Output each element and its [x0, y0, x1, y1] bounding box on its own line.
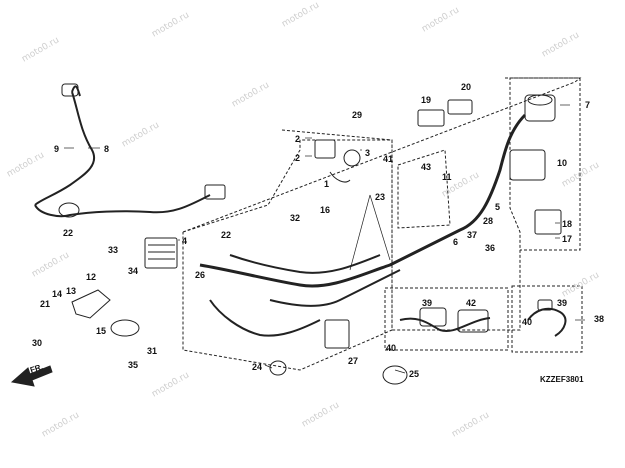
callout-12: 12	[86, 272, 97, 282]
control-module	[324, 319, 350, 349]
callout-35: 35	[128, 360, 139, 370]
bracket-12	[71, 289, 111, 319]
callout-9: 9	[54, 144, 60, 154]
callout-7: 7	[585, 100, 591, 110]
callout-14: 14	[52, 289, 63, 299]
diagram-code: KZZEF3801	[540, 375, 584, 384]
callout-27: 27	[348, 356, 359, 366]
callout-33: 33	[108, 245, 119, 255]
callout-15: 15	[96, 326, 107, 336]
front-arrow	[10, 365, 53, 387]
callout-32: 32	[290, 213, 301, 223]
callout-40: 40	[522, 317, 533, 327]
callout-41: 41	[383, 154, 394, 164]
switch-body	[314, 139, 336, 159]
main-harness-trunk	[199, 113, 527, 288]
callout-30: 30	[32, 338, 43, 348]
callout-19: 19	[421, 95, 432, 105]
callout-37: 37	[467, 230, 478, 240]
rectifier-box	[144, 237, 178, 269]
upper-right-frame	[505, 77, 581, 251]
relay-20	[447, 99, 473, 115]
relay-group-frame	[397, 149, 451, 229]
callout-3: 3	[365, 148, 371, 158]
callout-24: 24	[252, 362, 263, 372]
callout-34: 34	[128, 266, 139, 276]
main-harness-group-outline	[182, 77, 582, 331]
callout-18: 18	[562, 219, 573, 229]
sub-harness-38-frame	[511, 285, 583, 353]
callout-38: 38	[594, 314, 605, 324]
callout-16: 16	[320, 205, 331, 215]
callout-21: 21	[40, 299, 51, 309]
callout-39: 39	[422, 298, 433, 308]
callout-25: 25	[409, 369, 420, 379]
callout-31: 31	[147, 346, 158, 356]
main-harness-frame	[182, 129, 393, 371]
callout-23: 23	[375, 192, 386, 202]
callout-36: 36	[485, 243, 496, 253]
callout-28: 28	[483, 216, 494, 226]
callout-5: 5	[495, 202, 501, 212]
callout-11: 11	[442, 172, 452, 182]
callout-26: 26	[195, 270, 206, 280]
callout-43: 43	[421, 162, 432, 172]
callout-8: 8	[104, 144, 110, 154]
callout-2: 2	[295, 153, 301, 163]
callout-40: 40	[386, 343, 397, 353]
callout-17: 17	[562, 234, 573, 244]
callout-2: 2	[295, 134, 301, 144]
callout-42: 42	[466, 298, 477, 308]
callout-4: 4	[182, 236, 188, 246]
callout-22: 22	[221, 230, 232, 240]
callout-6: 6	[453, 237, 459, 247]
relay-19	[417, 109, 445, 127]
callout-10: 10	[557, 158, 568, 168]
callout-39: 39	[557, 298, 568, 308]
callout-29: 29	[352, 110, 363, 120]
cover-15	[110, 319, 140, 337]
callout-20: 20	[461, 82, 472, 92]
callout-22: 22	[63, 228, 74, 238]
callout-1: 1	[324, 179, 330, 189]
left-sub-harness	[34, 91, 95, 206]
callout-13: 13	[66, 286, 77, 296]
sub-harness-42-frame	[384, 287, 509, 351]
